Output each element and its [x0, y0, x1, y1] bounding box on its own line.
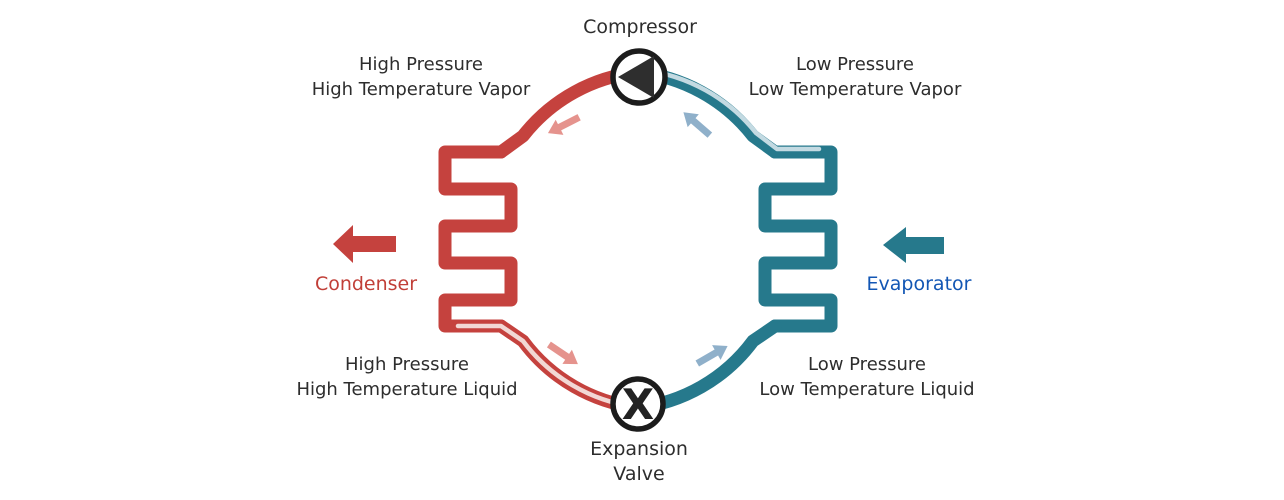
expansion-valve-x-icon: X	[622, 380, 654, 429]
expansion-valve-circle	[610, 376, 666, 432]
state-label-high-pressure-liquid: High Pressure High Temperature Liquid	[296, 352, 517, 402]
evaporator-label: Evaporator	[866, 273, 972, 295]
expansion-valve-label-line: Expansion	[590, 438, 688, 460]
flow-arrow-compressor-to-condenser	[547, 114, 581, 135]
state-line: Low Pressure	[795, 54, 915, 75]
expansion-valve-icon: X	[610, 376, 666, 432]
flow-arrow-condenser-to-valve	[546, 341, 578, 365]
state-line: Low Temperature Vapor	[748, 79, 962, 100]
state-line: Low Temperature Liquid	[759, 379, 975, 400]
flow-arrow-valve-to-evaporator	[695, 345, 728, 367]
state-label-low-pressure-vapor: Low Pressure Low Temperature Vapor	[749, 52, 962, 102]
evaporator-coil	[758, 145, 838, 333]
condenser-heat-out-arrow	[333, 225, 396, 263]
state-line: High Pressure	[345, 354, 469, 375]
flow-arrow-evaporator-to-compressor	[683, 112, 713, 138]
state-line: High Pressure	[359, 54, 483, 75]
expansion-valve-label-line: Valve	[613, 463, 665, 485]
state-label-high-pressure-vapor: High Pressure High Temperature Vapor	[312, 52, 531, 102]
state-line: Low Pressure	[807, 354, 927, 375]
condenser-label: Condenser	[314, 273, 418, 295]
state-line: High Temperature Liquid	[296, 379, 518, 400]
state-line: High Temperature Vapor	[311, 79, 531, 100]
compressor-label: Compressor	[583, 16, 697, 38]
compressor-triangle-icon	[618, 56, 654, 98]
state-label-low-pressure-liquid: Low Pressure Low Temperature Liquid	[759, 352, 974, 402]
condenser-coil	[438, 145, 518, 333]
evaporator-heat-in-arrow	[883, 227, 944, 263]
compressor-icon	[610, 48, 668, 106]
expansion-valve-label: Expansion Valve	[590, 437, 688, 487]
